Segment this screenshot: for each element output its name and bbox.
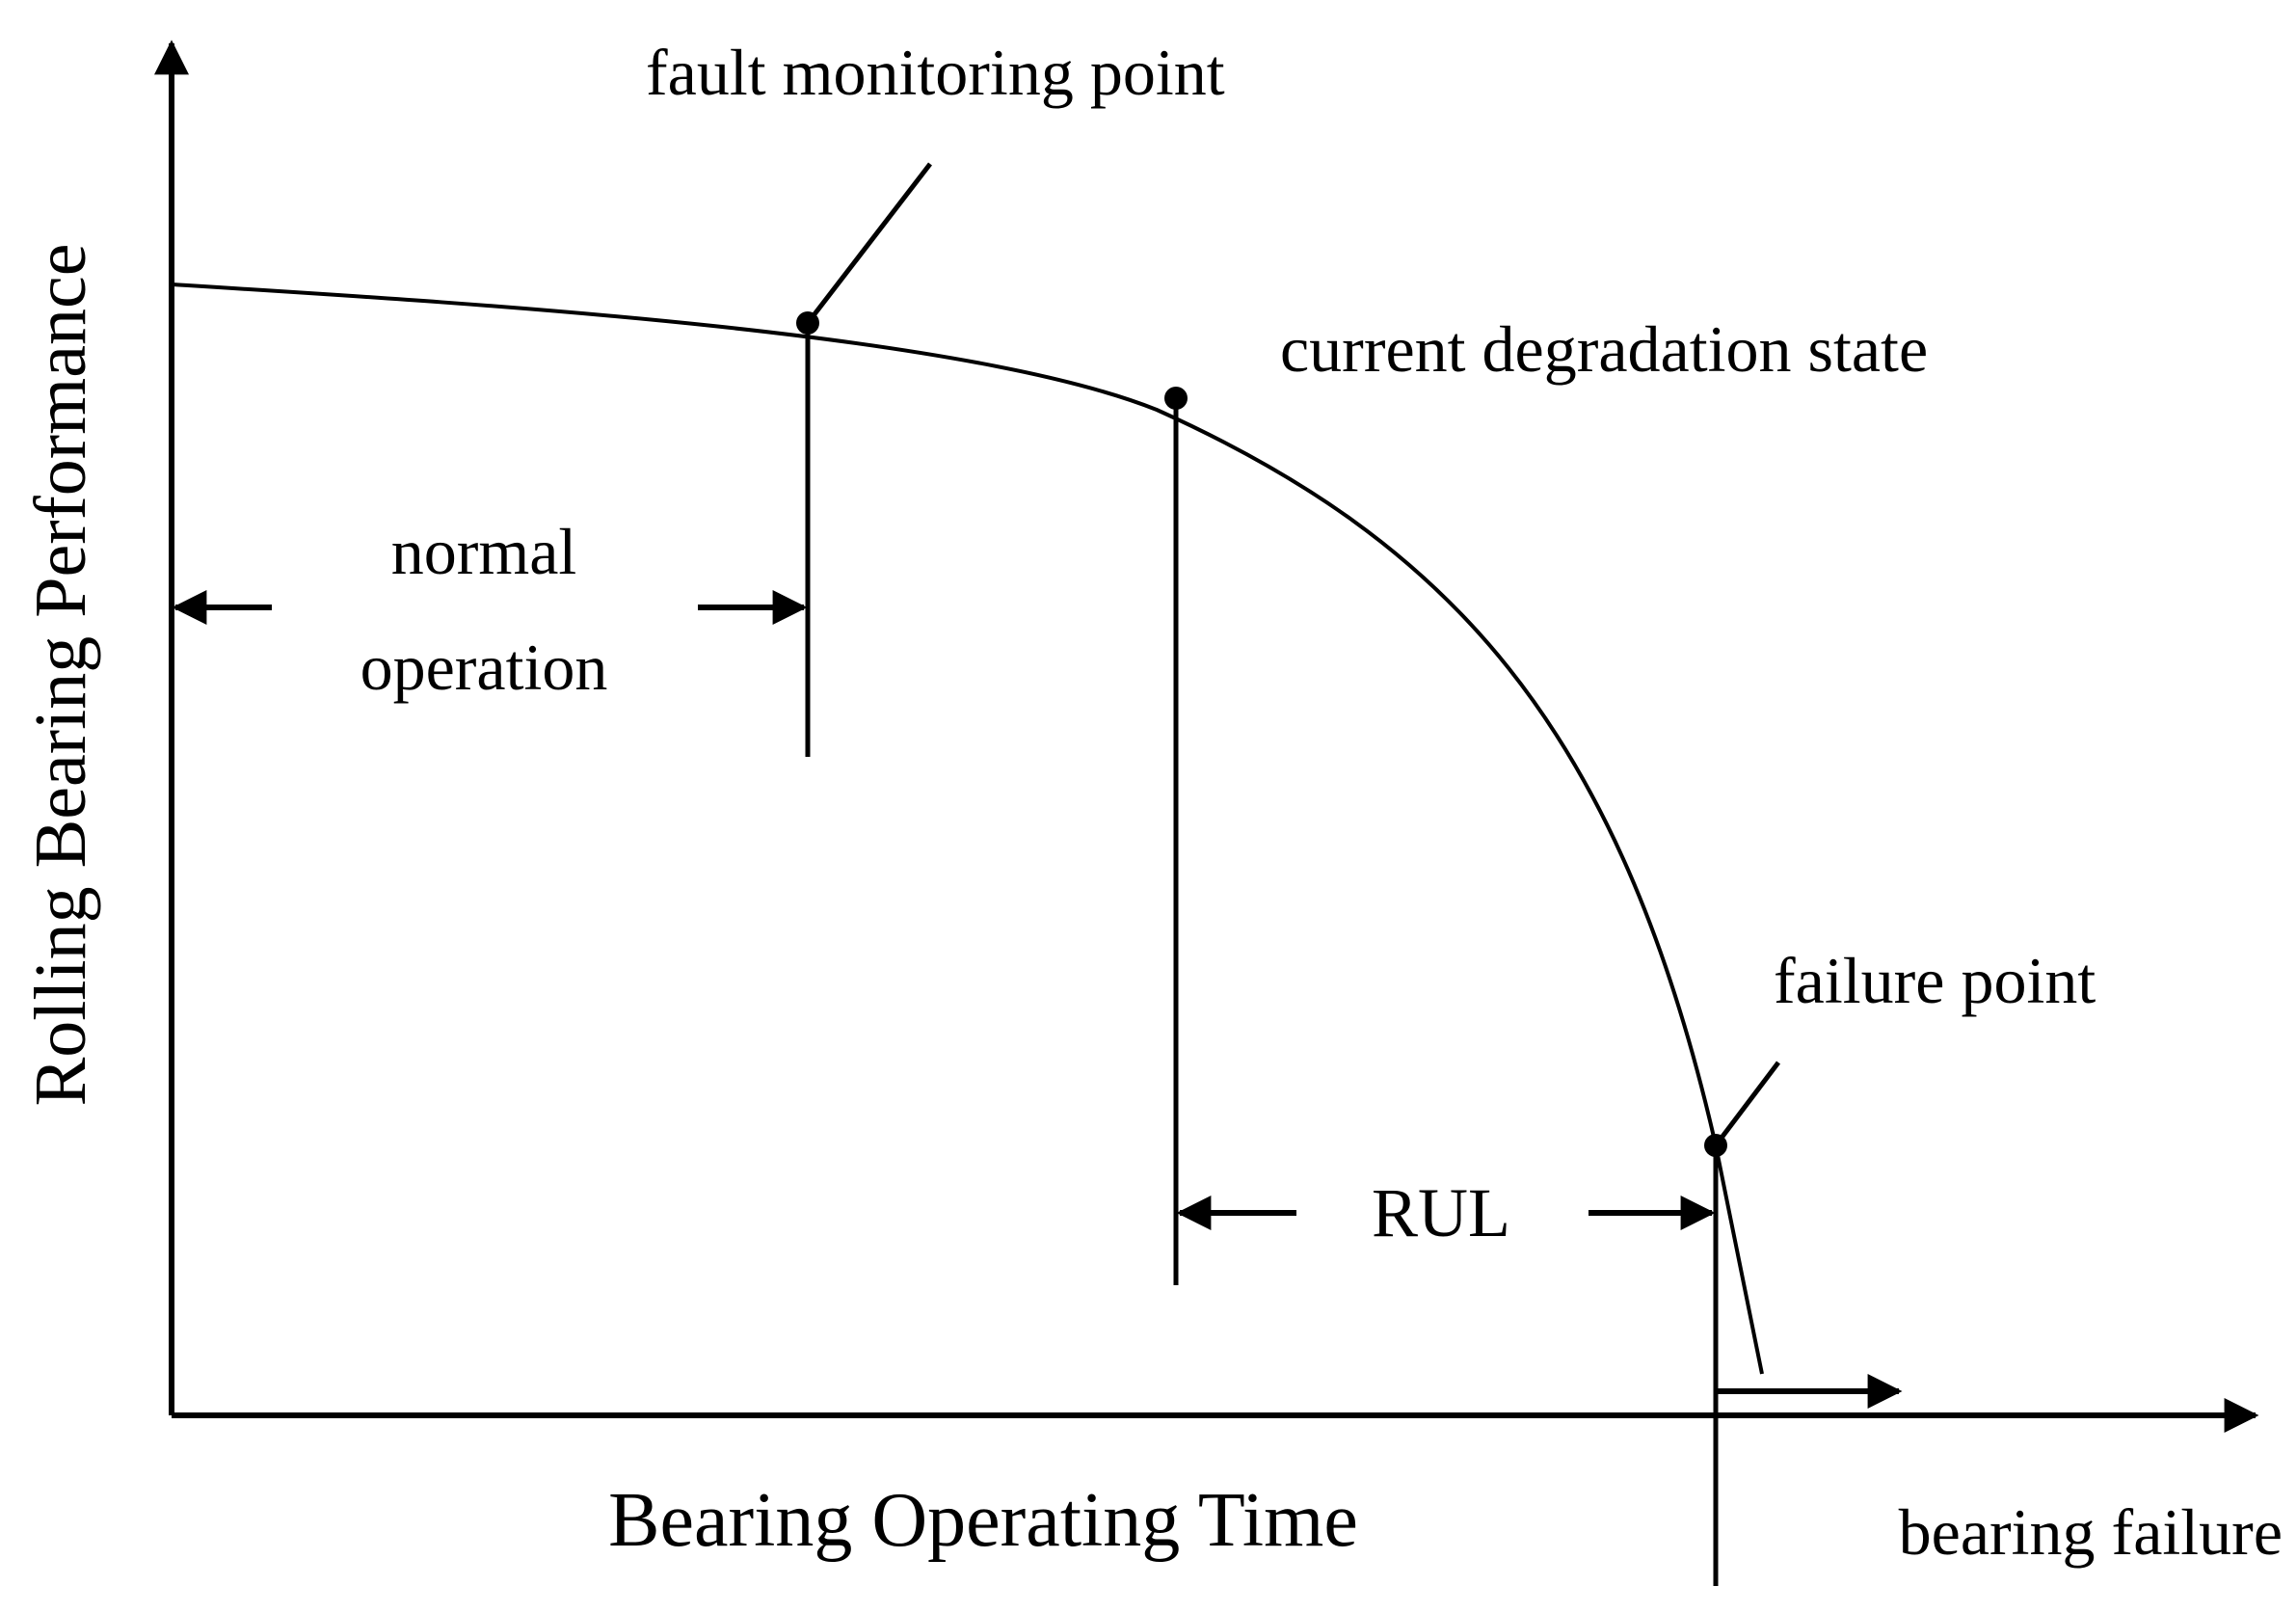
failure-point-marker bbox=[1704, 1134, 1727, 1157]
failure-point-label: failure point bbox=[1774, 944, 2096, 1017]
normal-operation-label-line2: operation bbox=[360, 631, 608, 704]
failure-point-leader-line bbox=[1714, 1061, 1780, 1147]
y-axis-label: Rolling Bearing Performance bbox=[20, 244, 101, 1107]
fault-monitoring-point-label: fault monitoring point bbox=[646, 36, 1225, 109]
rul-label: RUL bbox=[1372, 1174, 1510, 1251]
bearing-failure-label: bearing failure bbox=[1899, 1495, 2283, 1569]
fault-monitoring-point-marker bbox=[796, 311, 819, 335]
current-degradation-state-label: current degradation state bbox=[1280, 312, 1928, 386]
normal-operation-label-line1: normal bbox=[391, 515, 577, 588]
degradation-curve bbox=[171, 282, 1764, 1375]
current-degradation-state-marker bbox=[1164, 387, 1188, 410]
x-axis-label: Bearing Operating Time bbox=[608, 1478, 1358, 1563]
fault-monitoring-leader-line bbox=[806, 162, 932, 325]
